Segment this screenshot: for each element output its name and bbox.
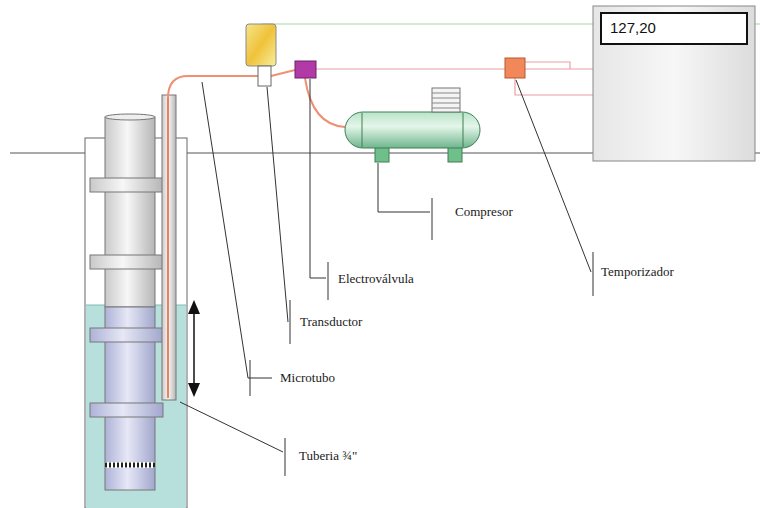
signal-wire <box>525 68 593 69</box>
compressor <box>432 88 460 112</box>
display-screen: 127,20 <box>600 12 748 45</box>
transducer <box>258 66 271 86</box>
part-label: Tuberia ¾" <box>299 449 357 463</box>
well-pipe <box>105 114 155 120</box>
level-arrow <box>188 300 200 397</box>
three-quarter-pipe <box>167 98 169 398</box>
air-line <box>168 70 345 127</box>
solenoid-valve <box>295 61 316 78</box>
transducer <box>246 24 276 86</box>
air-line <box>305 78 345 127</box>
leader-line <box>432 198 433 240</box>
pipe-collar <box>90 178 163 417</box>
compressor <box>432 108 460 109</box>
leader-line <box>202 82 272 378</box>
leader-line <box>310 79 326 278</box>
compressor <box>432 98 460 99</box>
air-line <box>271 70 295 76</box>
leader-line <box>267 87 288 322</box>
well-pipe <box>105 462 155 468</box>
signal-wire <box>525 62 570 69</box>
leader-line <box>593 252 594 296</box>
compressor <box>432 93 460 94</box>
timer <box>505 58 525 78</box>
pipe-collar <box>90 255 163 269</box>
level-arrow <box>188 383 200 397</box>
leader-line <box>378 163 430 212</box>
compressor <box>463 113 464 147</box>
part-label: Temporizador <box>601 265 674 279</box>
leader-line <box>180 402 283 452</box>
well-pipe <box>105 117 155 307</box>
pipe-collar <box>90 178 163 192</box>
transducer <box>246 24 276 66</box>
level-arrow <box>193 312 195 385</box>
leader-line <box>250 360 251 396</box>
compressor <box>345 88 480 162</box>
air-line <box>168 76 258 98</box>
pipe-collar <box>90 328 163 342</box>
part-label: Compresor <box>455 205 513 219</box>
three-quarter-pipe <box>162 95 176 400</box>
leader-line <box>290 300 291 344</box>
pipe-collar <box>90 403 163 417</box>
well-pipe <box>105 463 155 468</box>
part-label: Microtubo <box>280 371 335 385</box>
leader-line <box>285 438 286 476</box>
display-value: 127,20 <box>610 19 738 36</box>
part-label: Transductor <box>300 315 362 329</box>
control-panel <box>593 6 755 161</box>
leader-line <box>180 79 593 476</box>
leader-line <box>328 262 329 300</box>
part-label: Electroválvula <box>338 272 414 286</box>
well-pipe <box>105 114 155 490</box>
compressor <box>345 112 480 148</box>
leader-line <box>516 80 591 272</box>
signal-wire <box>515 78 593 95</box>
compressor <box>362 113 363 147</box>
level-arrow <box>188 300 200 314</box>
three-quarter-pipe <box>162 95 176 400</box>
signal-wire <box>316 68 505 69</box>
compressor <box>432 103 460 104</box>
